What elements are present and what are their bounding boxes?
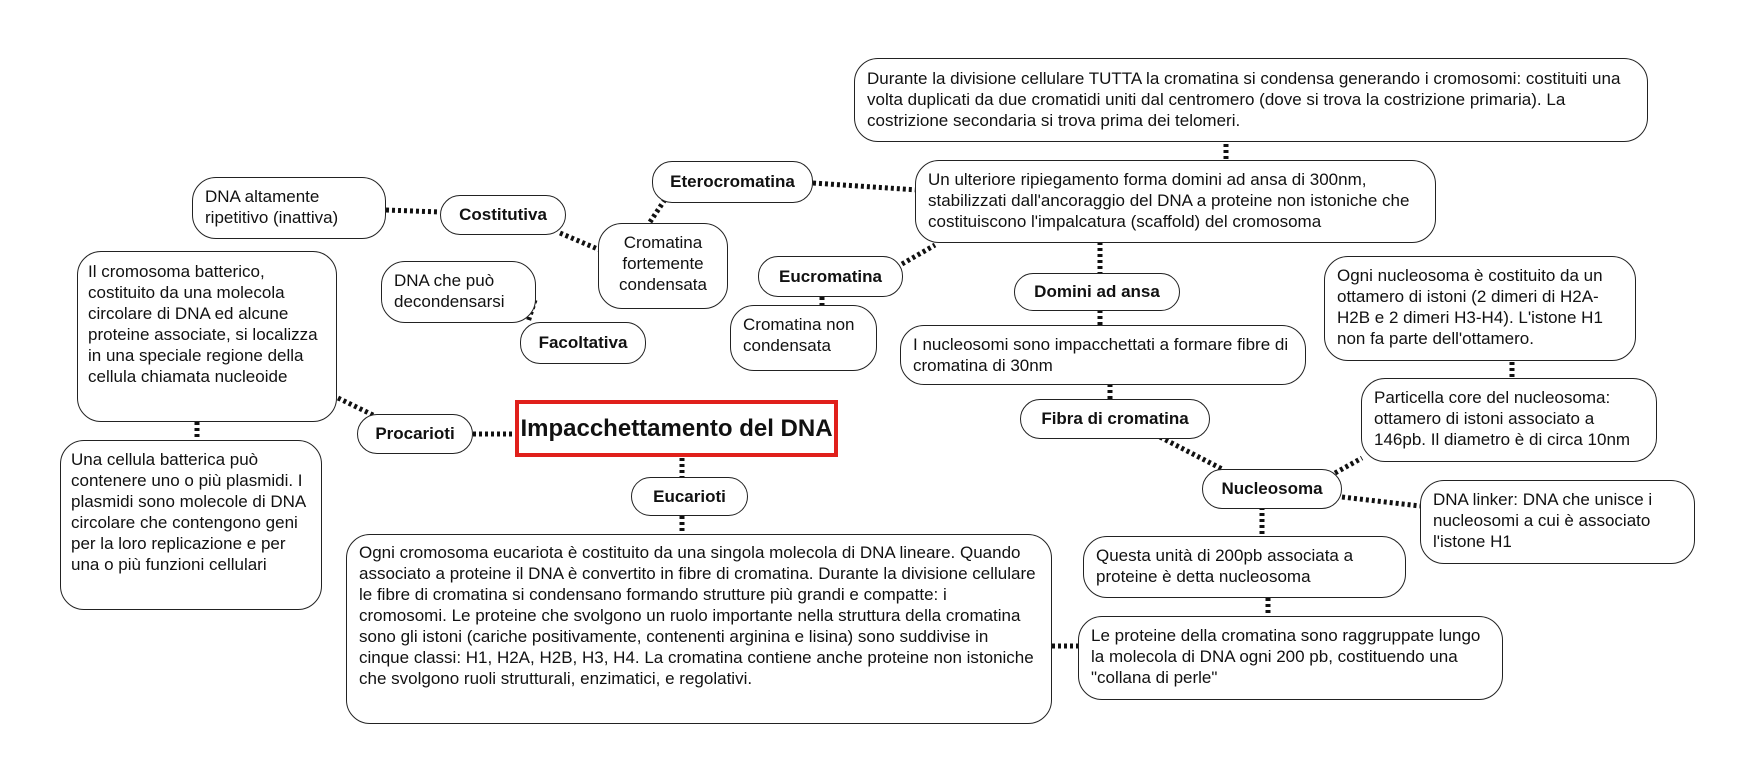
link-nucleosoma-particella	[1333, 455, 1364, 476]
label-nucleosoma: Nucleosoma	[1202, 469, 1342, 509]
note-cromosoma-eucariota: Ogni cromosoma eucariota è costituito da…	[346, 534, 1052, 724]
root-title: Impacchettamento del DNA	[515, 400, 838, 457]
note-cromatina-non-condensata: Cromatina non condensata	[730, 305, 877, 371]
link-fibra-nucleosoma	[1158, 434, 1226, 473]
note-ottamero-istoni: Ogni nucleosoma è costituito da un ottam…	[1324, 256, 1636, 361]
note-cromosoma-batterico: Il cromosoma batterico, costituito da un…	[77, 251, 337, 422]
link-costitutiva-ripetitivo	[385, 207, 441, 215]
label-procarioti: Procarioti	[357, 414, 473, 454]
label-domini-ad-ansa: Domini ad ansa	[1014, 273, 1180, 311]
link-eucromatina-ripiegamento	[900, 242, 937, 267]
label-fibra-di-cromatina: Fibra di cromatina	[1020, 399, 1210, 439]
note-cromatina-condensata: Cromatina fortemente condensata	[598, 223, 728, 309]
note-unita-200pb: Questa unità di 200pb associata a protei…	[1083, 536, 1406, 598]
link-facoltativa-decondensarsi	[525, 299, 538, 323]
label-eucromatina: Eucromatina	[758, 256, 903, 297]
note-collana-di-perle: Le proteine della cromatina sono raggrup…	[1078, 616, 1503, 700]
note-plasmidi: Una cellula batterica può contenere uno …	[60, 440, 322, 610]
link-procarioti-batterico	[336, 395, 377, 419]
link-costitutiva-condensata	[559, 230, 601, 253]
note-dna-decondensarsi: DNA che può decondensarsi	[381, 261, 536, 323]
link-eterocromatina-ripiegamento	[812, 180, 919, 193]
label-eucarioti: Eucarioti	[631, 477, 748, 516]
note-fibre-30nm: I nucleosomi sono impacchettati a formar…	[900, 325, 1306, 385]
note-dna-linker: DNA linker: DNA che unisce i nucleosomi …	[1420, 480, 1695, 564]
note-divisione-cellulare: Durante la divisione cellulare TUTTA la …	[854, 58, 1648, 142]
label-facoltativa: Facoltativa	[520, 322, 646, 364]
label-costitutiva: Costitutiva	[440, 195, 566, 235]
note-particella-core: Particella core del nucleosoma: ottamero…	[1361, 378, 1657, 462]
note-ripiegamento: Un ulteriore ripiegamento forma domini a…	[915, 160, 1436, 243]
link-nucleosoma-linker	[1341, 494, 1421, 509]
label-eterocromatina: Eterocromatina	[652, 161, 813, 203]
link-condensata-eterocromatina	[647, 196, 669, 224]
note-dna-ripetitivo: DNA altamente ripetitivo (inattiva)	[192, 177, 386, 239]
